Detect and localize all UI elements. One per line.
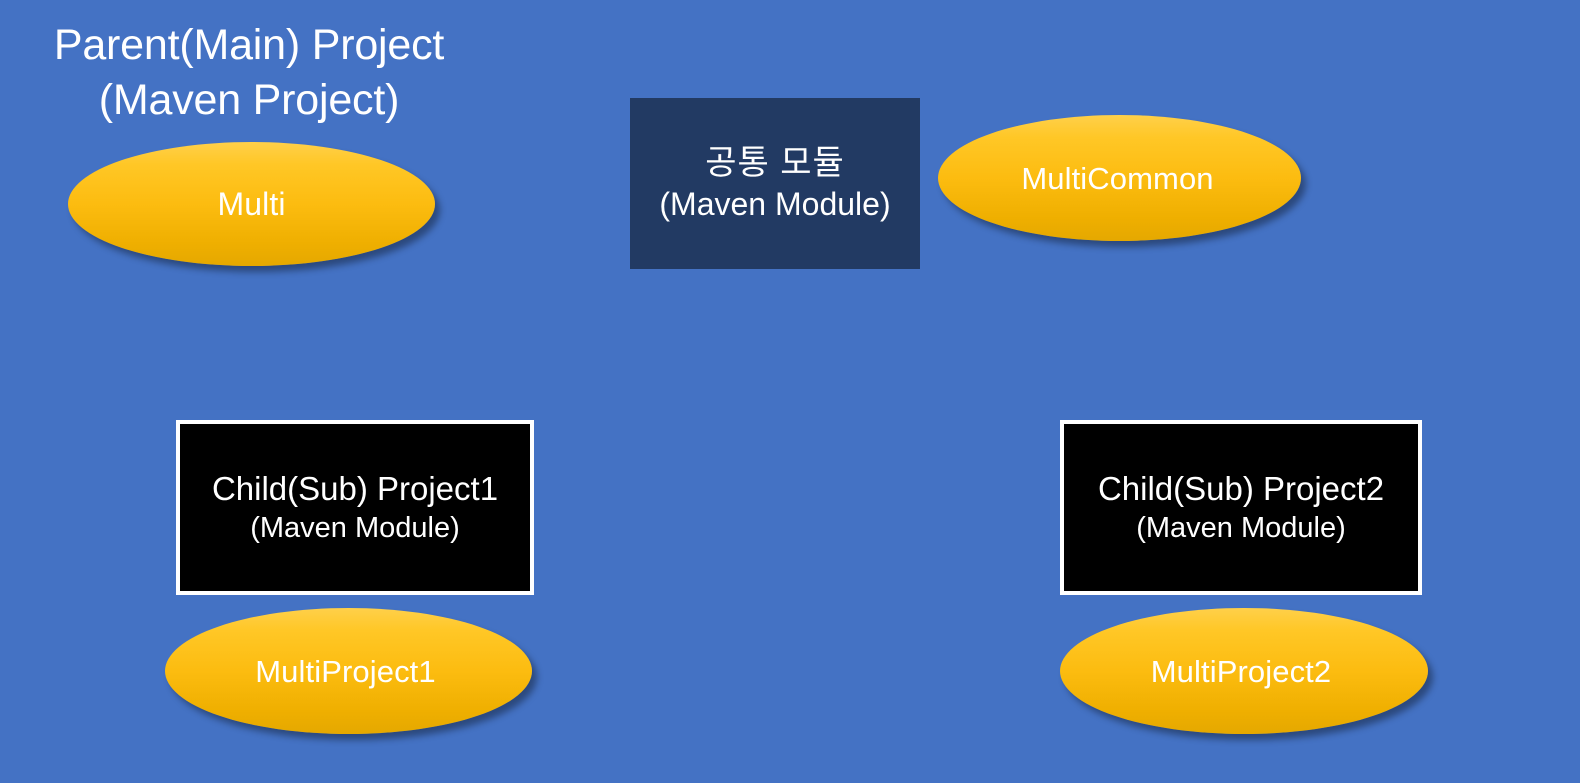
box-common-module[interactable]: 공통 모듈 (Maven Module) [630, 98, 920, 269]
ellipse-common-artifact[interactable]: MultiCommon [938, 115, 1301, 241]
box-common-module-title: 공통 모듈 [705, 144, 845, 183]
ellipse-parent-artifact[interactable]: Multi [68, 142, 435, 266]
box-child-project-2-subtitle: (Maven Module) [1136, 512, 1346, 545]
box-child-project-2[interactable]: Child(Sub) Project2 (Maven Module) [1060, 420, 1422, 595]
box-child-project-1-title: Child(Sub) Project1 [211, 470, 499, 508]
ellipse-child-project-2-artifact-label: MultiProject2 [1150, 653, 1332, 689]
ellipse-parent-artifact-label: Multi [217, 186, 286, 222]
ellipse-common-artifact-label: MultiCommon [1021, 160, 1214, 196]
slide-title: Parent(Main) Project (Maven Project) [14, 18, 484, 128]
box-child-project-1[interactable]: Child(Sub) Project1 (Maven Module) [176, 420, 534, 595]
ellipse-child-project-1-artifact[interactable]: MultiProject1 [165, 608, 532, 734]
box-child-project-2-title: Child(Sub) Project2 [1097, 470, 1385, 508]
box-child-project-1-subtitle: (Maven Module) [250, 512, 460, 545]
box-common-module-subtitle: (Maven Module) [659, 185, 891, 222]
ellipse-child-project-1-artifact-label: MultiProject1 [255, 653, 436, 689]
slide-title-line-1: Parent(Main) Project [53, 21, 445, 69]
slide-title-line-2: (Maven Project) [98, 76, 400, 125]
ellipse-child-project-2-artifact[interactable]: MultiProject2 [1060, 608, 1428, 734]
